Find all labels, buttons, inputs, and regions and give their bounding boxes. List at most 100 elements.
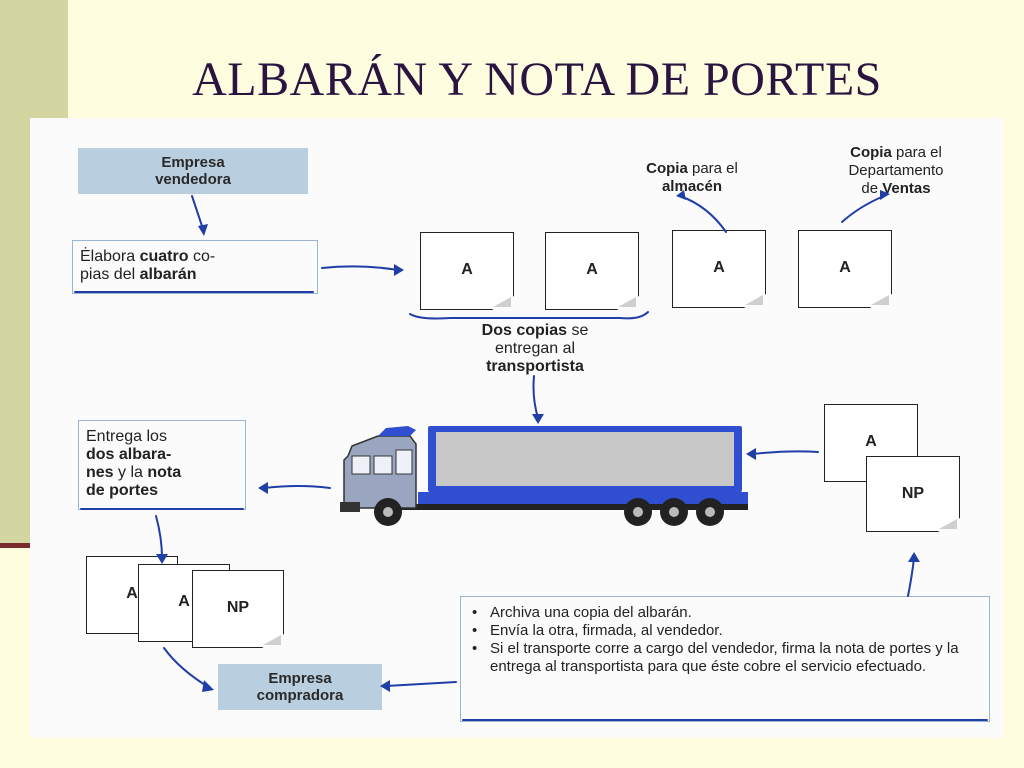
buyer-actions-frame [460, 596, 990, 722]
delivery-line2: dos albara- [86, 446, 172, 463]
arrow-delivery-to-docs [155, 515, 163, 559]
truck-wheel-front [374, 498, 402, 526]
buyer-action-send: Envía la otra, firmada, al vendedor. [470, 622, 980, 640]
document-label: A [126, 585, 138, 602]
document-label: A [586, 261, 598, 278]
document-label: A [865, 433, 877, 450]
arrowhead [880, 190, 890, 200]
arrow-docs-to-buyer [163, 647, 211, 689]
page-fold-shadow [939, 519, 957, 529]
seller-label-line2: vendedora [155, 171, 231, 188]
bracket-carrier [409, 311, 649, 320]
page-fold-shadow [263, 635, 281, 645]
truck-illustration [340, 426, 748, 526]
delivery-line3b: nota [147, 464, 182, 481]
arrow-doc-to-sales [841, 195, 885, 223]
seller-label-line1: Empresa [161, 154, 225, 171]
buyer-label-line2: compradora [256, 687, 344, 704]
delivery-line4: de portes [86, 482, 159, 499]
document-albaran-copy-3: A [672, 230, 766, 308]
prepare-text-1: Ėlabora [80, 248, 140, 265]
arrow-doc-to-warehouse [679, 195, 727, 233]
prepare-text-bold-albaran: albarán [139, 266, 197, 283]
delivery-step-text: Entrega los dos albara- nes y la nota de… [86, 428, 242, 500]
truck-wheel-rear-2 [660, 498, 688, 526]
arrowhead [380, 680, 390, 692]
document-albaran-copy-4: A [798, 230, 892, 308]
truck-wheel-rear-1 [624, 498, 652, 526]
page-fold-shadow [745, 295, 763, 305]
buyer-label: Empresa compradora [218, 664, 382, 710]
truck-trailer-panel [436, 432, 734, 486]
arrowhead [156, 554, 168, 564]
carrier-note-transportista: transportista [486, 358, 584, 375]
truck-window-2 [373, 455, 393, 475]
arrow-right-docs-to-truck [751, 450, 819, 455]
page-fold-shadow [493, 297, 511, 307]
carrier-note-line2: entregan al [494, 340, 576, 357]
buyer-actions-list: Archiva una copia del albarán. Envía la … [470, 604, 980, 676]
delivery-step-underline [80, 508, 244, 510]
truck-wheel-rear-3 [696, 498, 724, 526]
copy-sales-pre: de [861, 180, 883, 197]
document-nota-portes-right: NP [866, 456, 960, 532]
document-label: A [713, 259, 725, 276]
carrier-note-rest: se [567, 322, 589, 339]
copy-warehouse-rest: para el [687, 160, 738, 177]
prepare-step-text: Ėlabora cuatro co- pias del albarán [80, 248, 316, 284]
arrow-prepare-to-docs [321, 265, 399, 271]
copy-warehouse-label: Copia para el almacén [612, 160, 772, 196]
prepare-step-underline [74, 291, 314, 293]
page-fold-shadow [618, 297, 636, 307]
truck-cab-roof [378, 426, 416, 436]
seller-label: Empresa vendedora [78, 148, 308, 194]
copy-warehouse-bold: Copia [646, 160, 688, 177]
truck-bumper [340, 502, 360, 512]
page-fold-shadow [871, 295, 889, 305]
prepare-text-3: co- [188, 248, 216, 265]
prepare-text-4: pias del [80, 266, 140, 283]
document-label: NP [226, 599, 250, 616]
arrowhead [908, 552, 920, 562]
truck-chassis-dark [398, 504, 748, 510]
copy-warehouse-almacen: almacén [661, 178, 723, 195]
arrowhead [394, 264, 404, 276]
arrow-actions-to-right-docs [907, 557, 915, 597]
copy-sales-bold: Copia [850, 144, 892, 161]
copy-sales-rest: para el [891, 144, 942, 161]
arrow-to-truck [532, 375, 539, 419]
document-label: NP [901, 485, 925, 502]
delivery-line3a: nes [86, 464, 114, 481]
slide-title: ALBARÁN Y NOTA DE PORTES [192, 53, 882, 106]
delivery-line3-rest: y la [113, 464, 148, 481]
document-albaran-copy-2: A [545, 232, 639, 310]
arrowhead [746, 448, 756, 460]
arrowhead [676, 190, 686, 200]
document-label: A [178, 593, 190, 610]
arrowhead [198, 224, 208, 236]
copy-sales-line2: Departamento [848, 162, 944, 179]
truck-window-3 [395, 449, 413, 475]
document-albaran-copy-1: A [420, 232, 514, 310]
truck-window-1 [351, 455, 371, 475]
carrier-note: Dos copias se entregan al transportista [440, 322, 630, 376]
buyer-actions-underline [462, 719, 988, 721]
buyer-action-sign: Si el transporte corre a cargo del vende… [470, 640, 980, 676]
sidebar-accent-line [0, 543, 30, 548]
document-nota-portes-left: NP [192, 570, 284, 648]
arrowhead [202, 680, 214, 692]
delivery-line1: Entrega los [86, 428, 167, 445]
arrow-actions-to-buyer [385, 681, 457, 687]
arrow-truck-to-delivery [263, 485, 331, 489]
copy-sales-label: Copia para el Departamento de Ventas [808, 144, 984, 198]
buyer-action-archive: Archiva una copia del albarán. [470, 604, 980, 622]
arrowhead [258, 482, 268, 494]
prepare-step-frame [72, 240, 318, 294]
copy-sales-ventas: Ventas [882, 180, 931, 197]
carrier-note-bold: Dos copias [481, 322, 567, 339]
document-label: A [461, 261, 473, 278]
prepare-text-bold-cuatro: cuatro [139, 248, 189, 265]
arrowhead [532, 414, 544, 424]
buyer-label-line1: Empresa [268, 670, 332, 687]
